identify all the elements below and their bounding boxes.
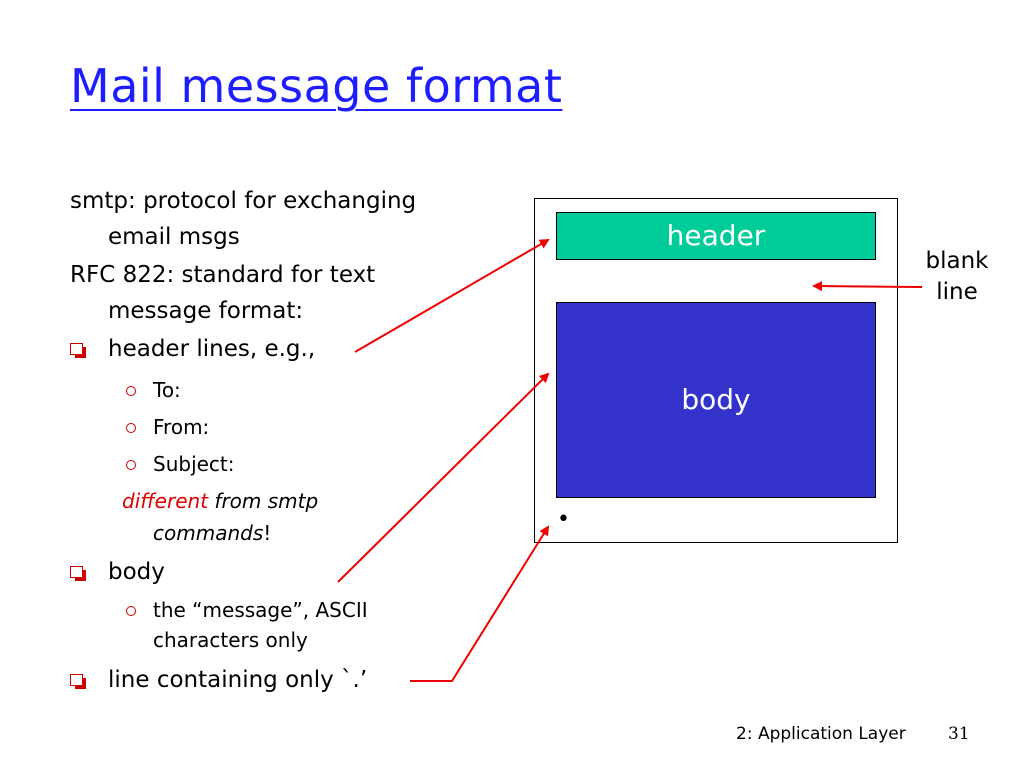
page-number: 31 [948,724,970,744]
square-bullet-icon [70,343,86,358]
header-lines-item: header lines, e.g., [108,336,316,362]
body-item: body [108,559,165,585]
exclamation-text: ! [263,521,272,545]
header-box: header [556,212,876,260]
different-word: different [122,489,209,513]
footer-chapter: 2: Application Layer [736,724,906,744]
rfc-line-2: message format: [108,298,304,324]
different-note-line-2: commands! [153,519,271,547]
body-box: body [556,302,876,498]
subject-item: Subject: [153,452,235,476]
different-note-line-1: different from smtp [122,487,318,515]
blank-line-arrow [812,281,923,292]
smtp-line-1: smtp: protocol for exchanging [70,188,417,214]
body-arrow [337,372,550,583]
message-line-1: the “message”, ASCII [153,598,368,622]
from-smtp-text: from smtp [208,489,319,513]
circle-bullet-icon [126,460,136,470]
line-containing-item: line containing only `.’ [108,667,368,693]
header-arrow [354,238,550,353]
rfc-line-1: RFC 822: standard for text [70,262,376,288]
commands-text: commands [153,521,264,545]
message-line-2: characters only [153,628,308,652]
blank-label-line-1: blank [925,248,989,274]
blank-line-label: blank line [912,246,1002,308]
from-item: From: [153,415,210,439]
circle-bullet-icon [126,423,136,433]
square-bullet-icon [70,566,86,581]
circle-bullet-icon [126,606,136,616]
square-bullet-icon [70,674,86,689]
smtp-line-2: email msgs [108,224,240,250]
circle-bullet-icon [126,386,136,396]
end-dot: • [557,507,570,532]
slide-title: Mail message format [70,59,563,113]
dot-arrow [410,525,550,682]
blank-label-line-2: line [936,279,978,305]
body-box-label: body [681,383,751,416]
to-item: To: [153,378,181,402]
